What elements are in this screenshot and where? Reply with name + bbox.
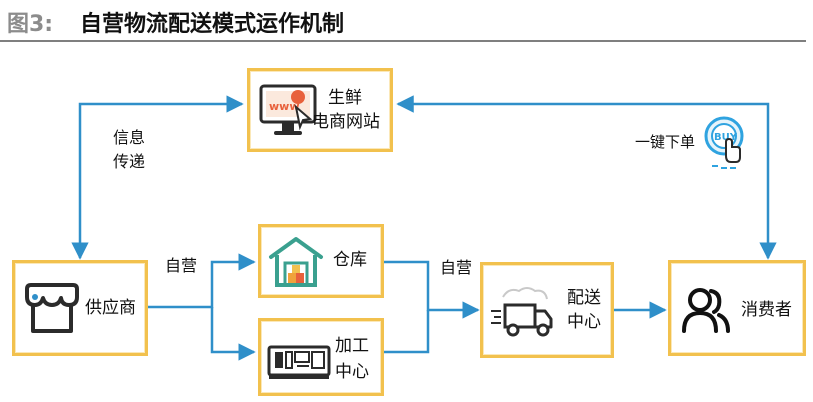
edge-info-line2: 传递 <box>113 152 146 171</box>
buy-button-icon: BUY <box>704 116 744 169</box>
processing-label-line1: 加工 <box>335 336 369 356</box>
svg-text:www: www <box>269 100 300 113</box>
arrow-website-consumer <box>396 95 777 260</box>
figure-label: 图3: <box>7 12 54 37</box>
consumer-label: 消费者 <box>741 300 792 320</box>
arrow-warehouse-distribution <box>384 260 480 319</box>
node-distribution: 配送 中心 <box>480 262 614 358</box>
computer-www-icon: www <box>259 84 317 135</box>
edge-info-line1: 信息 <box>113 128 146 147</box>
svg-text:BUY: BUY <box>714 132 738 143</box>
delivery-truck-icon <box>491 287 553 337</box>
edge-self-operated-1: 自营 <box>165 256 198 275</box>
figure-title: 自营物流配送模式运作机制 <box>80 12 345 37</box>
arrow-supplier-processing <box>210 307 256 361</box>
supplier-label: 供应商 <box>85 298 136 318</box>
shop-awning-icon <box>25 283 79 333</box>
users-icon <box>682 288 730 333</box>
figure-title-bar: 图3: 自营物流配送模式运作机制 <box>0 0 806 42</box>
node-processing: 加工 中心 <box>258 318 384 396</box>
website-label-line2: 电商网站 <box>312 112 380 132</box>
edge-self-operated-2: 自营 <box>440 258 473 277</box>
distribution-label-line2: 中心 <box>567 312 601 332</box>
warehouse-label: 仓库 <box>333 250 367 270</box>
edge-one-click-order: 一键下单 <box>635 133 696 151</box>
distribution-label-line1: 配送 <box>567 288 601 308</box>
machine-icon <box>267 345 331 379</box>
node-supplier: 供应商 <box>12 260 148 356</box>
arrow-processing-join <box>384 310 430 354</box>
arrow-supplier-website <box>71 95 244 260</box>
node-consumer: 消费者 <box>668 260 806 356</box>
processing-label-line2: 中心 <box>335 362 369 382</box>
node-warehouse: 仓库 <box>258 224 384 298</box>
node-website: www 生鲜 电商网站 <box>247 68 393 152</box>
warehouse-icon <box>269 237 323 287</box>
website-label-line1: 生鲜 <box>328 88 362 108</box>
arrow-supplier-split <box>148 253 256 309</box>
